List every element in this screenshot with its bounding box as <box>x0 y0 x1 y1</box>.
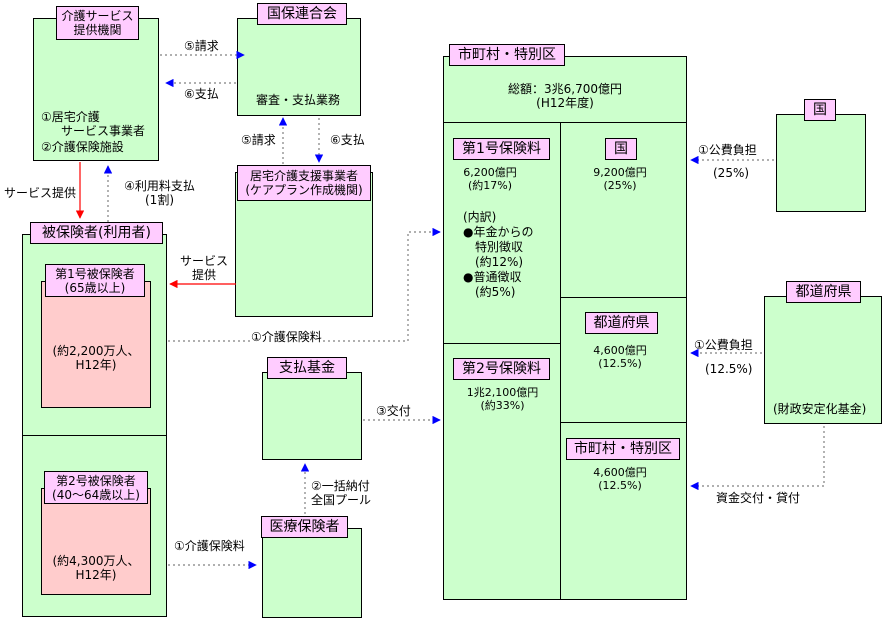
fund-title: 支払基金 <box>267 357 347 379</box>
premium1-title: 第1号保険料 <box>453 138 550 160</box>
insured-divider <box>22 435 167 436</box>
label-grant: ③交付 <box>376 404 411 418</box>
label-pay2: ⑥支払 <box>330 133 365 147</box>
municipality-hdivider-left <box>443 343 560 344</box>
label-pay1: ⑥支払 <box>184 87 219 101</box>
insured-type1-box <box>41 281 151 408</box>
todofuken-fund: (財政安定化基金) <box>773 402 867 416</box>
label-request2: ⑤請求 <box>241 133 276 147</box>
kokuho-desc: 審査・支払業務 <box>256 93 341 107</box>
insured-type2-count: (約4,300万人、 H12年) <box>52 554 140 582</box>
label-public-burden1: ①公費負担 <box>698 143 757 157</box>
muni-share-title: 市町村・特別区 <box>566 438 680 460</box>
premium1-breakdown: (内訳) ●年金からの 特別徴収 (約12%) ●普通徴収 (約5%) <box>463 210 534 299</box>
pref-share-title: 都道府県 <box>585 312 658 334</box>
label-request1: ⑤請求 <box>184 39 219 53</box>
premium2-amount: 1兆2,100億円 (約33%) <box>466 386 539 412</box>
insured-type1-title: 第1号被保険者 (65歳以上) <box>45 264 145 297</box>
premium2-title: 第2号保険料 <box>453 358 550 380</box>
premium1-amount: 6,200億円 (約17%) <box>463 166 517 192</box>
kuni-title: 国 <box>804 99 836 121</box>
insured-type2-box <box>41 488 151 595</box>
label-service-provision: サービス提供 <box>4 186 77 200</box>
provider-item1: ①居宅介護 <box>41 110 100 124</box>
municipality-title: 市町村・特別区 <box>449 44 565 66</box>
label-public-burden1-pct: (25%) <box>713 166 750 180</box>
provider-item2: ②介護保険施設 <box>41 140 124 154</box>
kuni-box <box>776 114 866 212</box>
medical-title: 医療保険者 <box>261 516 348 538</box>
label-fee-payment: ④利用料支払 (1割) <box>124 179 195 207</box>
state-share-title: 国 <box>605 138 637 160</box>
label-service-provision2: サービス 提供 <box>179 254 228 282</box>
muni-share-amount: 4,600億円 (12.5%) <box>593 466 647 492</box>
municipality-vdivider <box>560 122 561 600</box>
todofuken-box <box>764 296 882 424</box>
municipality-hdivider-top <box>443 122 687 123</box>
pref-share-amount: 4,600億円 (12.5%) <box>593 344 647 370</box>
provider-item1b: サービス事業者 <box>61 124 146 138</box>
municipality-hdivider-right1 <box>560 297 687 298</box>
label-loan: 資金交付・貸付 <box>716 491 801 505</box>
insured-type1-count: (約2,200万人、 H12年) <box>52 344 140 372</box>
todofuken-title: 都道府県 <box>786 281 861 303</box>
label-premium2: ①介護保険料 <box>174 539 245 553</box>
kokuho-title: 国保連合会 <box>257 3 347 25</box>
provider-box <box>33 18 159 161</box>
label-public-burden2-pct: (12.5%) <box>705 362 753 376</box>
label-lump-sum: ②一括納付 全国プール <box>311 479 372 507</box>
arrow-premium1 <box>168 227 441 342</box>
label-premium1: ①介護保険料 <box>251 330 322 344</box>
careplan-title: 居宅介護支援事業者 (ケアプラン作成機関) <box>237 165 371 201</box>
fund-box <box>262 372 362 460</box>
provider-title: 介護サービス 提供機関 <box>56 6 139 40</box>
insured-title: 被保険者(利用者) <box>30 222 163 244</box>
insured-type2-title: 第2号被保険者 (40～64歳以上) <box>44 471 148 504</box>
arrow-loan <box>690 426 825 491</box>
state-share-amount: 9,200億円 (25%) <box>593 166 647 192</box>
municipality-hdivider-right2 <box>560 422 687 423</box>
label-public-burden2: ①公費負担 <box>694 338 753 352</box>
municipality-total: 総額：3兆6,700億円 (H12年度) <box>508 82 622 110</box>
